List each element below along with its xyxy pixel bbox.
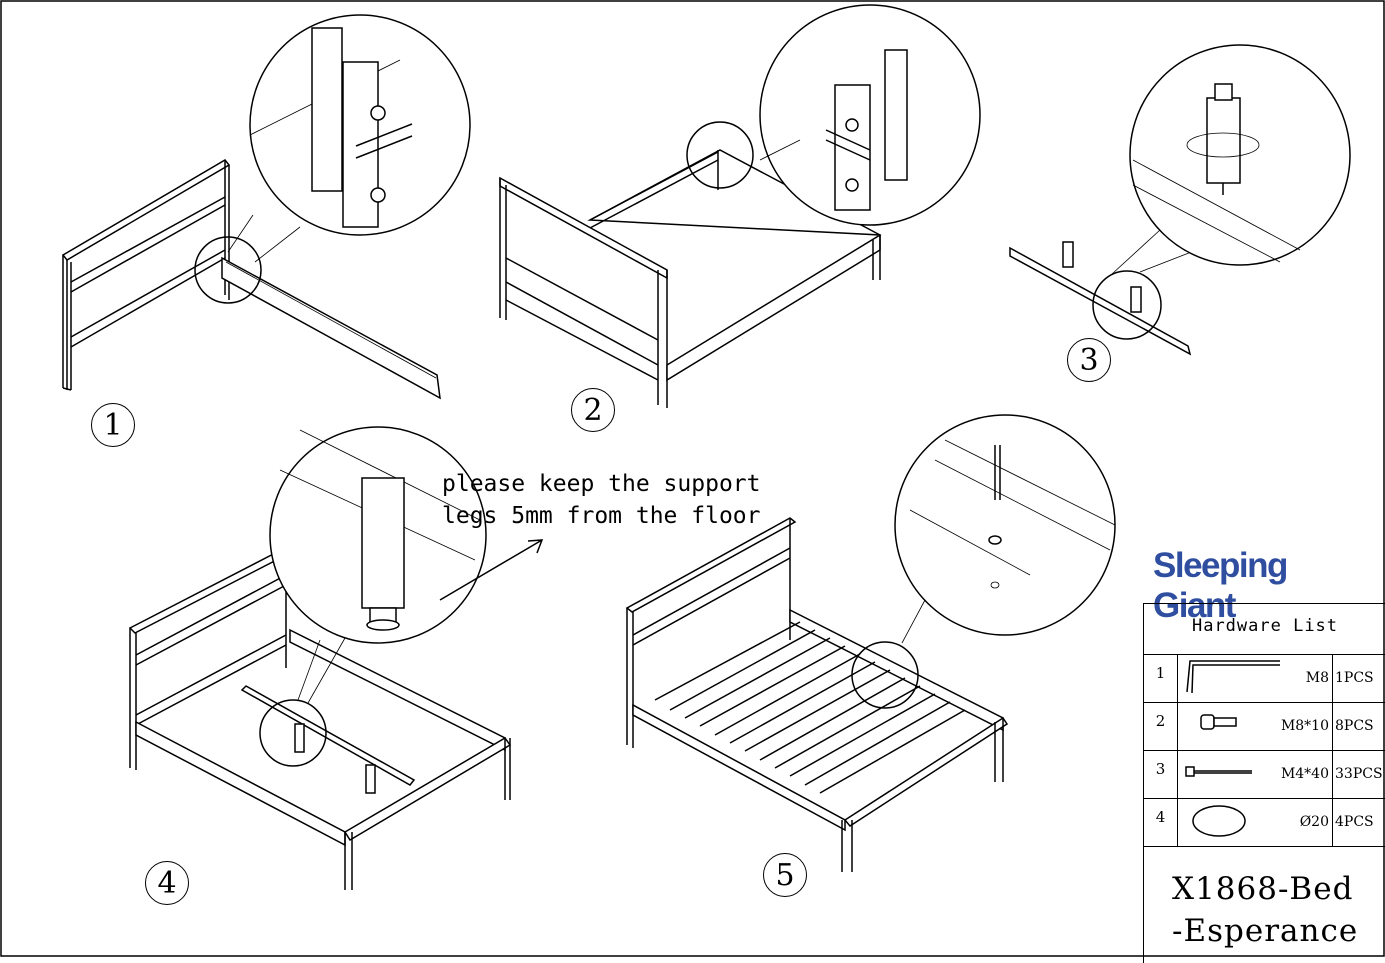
- note-line-2: legs 5mm from the floor: [442, 503, 761, 529]
- hardware-list-title: Hardware List: [1144, 604, 1385, 655]
- model-line-2: -Esperance: [1172, 913, 1359, 949]
- screw-icon: [1185, 766, 1252, 777]
- hardware-qty: 8PCS: [1332, 702, 1385, 750]
- step-number-4: 4: [145, 861, 189, 905]
- hardware-spec: M4*40: [1280, 766, 1329, 782]
- hardware-index: 4: [1144, 798, 1178, 846]
- hardware-row: 2 M8*10 8PCS: [1144, 702, 1385, 751]
- hardware-list-table: Hardware List 1 M8 1PCS 2 M8*10 8PCS 3 M…: [1143, 603, 1385, 963]
- hardware-qty: 33PCS: [1332, 750, 1385, 798]
- hardware-row: 3 M4*40 33PCS: [1144, 750, 1385, 799]
- step3-drawing: [1009, 44, 1351, 356]
- hardware-spec: M8*10: [1280, 718, 1329, 734]
- step-number-3: 3: [1067, 338, 1111, 382]
- allen-key-icon: [1186, 660, 1280, 694]
- support-legs-note: please keep the support legs 5mm from th…: [442, 468, 761, 532]
- hardware-spec: Ø20: [1299, 814, 1329, 830]
- brand-logo: Sleeping Giant: [1153, 546, 1288, 625]
- hardware-row: 1 M8 1PCS: [1144, 654, 1385, 703]
- hardware-index: 1: [1144, 654, 1178, 702]
- bolt-icon: [1200, 714, 1237, 730]
- step-number-1: 1: [91, 403, 135, 447]
- hardware-index: 3: [1144, 750, 1178, 798]
- step-number-2: 2: [571, 388, 615, 432]
- hardware-index: 2: [1144, 702, 1178, 750]
- note-line-1: please keep the support: [442, 471, 761, 497]
- step5-drawing: [625, 414, 1116, 872]
- pad-icon: [1192, 805, 1246, 837]
- hardware-qty: 1PCS: [1332, 654, 1385, 702]
- step-number-5: 5: [763, 853, 807, 897]
- hardware-row: 4 Ø20 4PCS: [1144, 798, 1385, 847]
- model-name: X1868-Bed -Esperance: [1172, 868, 1358, 952]
- step1-drawing: [61, 14, 471, 400]
- model-line-1: X1868-Bed: [1172, 871, 1354, 907]
- hardware-qty: 4PCS: [1332, 798, 1385, 846]
- step2-drawing: [499, 4, 981, 408]
- hardware-spec: M8: [1305, 670, 1329, 686]
- step4-drawing: [128, 426, 544, 890]
